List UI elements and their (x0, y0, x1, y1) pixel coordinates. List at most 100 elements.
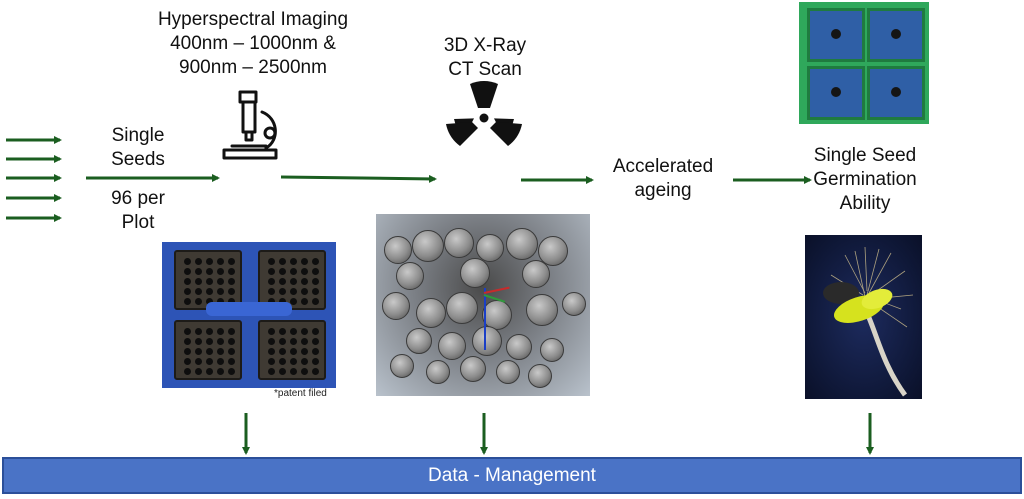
seed-hole (184, 268, 191, 275)
seed-hole (206, 298, 213, 305)
seed-hole (195, 338, 202, 345)
seed-hole (268, 338, 275, 345)
flow-arrow-lines (86, 174, 812, 184)
seed-hole (279, 288, 286, 295)
single-seeds-line-1: Single (111, 125, 165, 146)
seed-hole (217, 258, 224, 265)
per-plot-line-1: 96 per (111, 188, 165, 209)
seed-plates-photo (162, 242, 336, 388)
seed-hole (290, 338, 297, 345)
seed-hole (279, 268, 286, 275)
germination-line-2: Germination (813, 169, 917, 190)
seed-hole (301, 338, 308, 345)
seed-hole (206, 358, 213, 365)
radiation-blades (446, 81, 522, 146)
tray-cell (867, 66, 925, 120)
seed-hole (228, 338, 235, 345)
arrow-imaging-to-ct (280, 174, 437, 183)
seed-hole (228, 298, 235, 305)
seed-hole (228, 268, 235, 275)
germination-tray-photo (799, 2, 929, 124)
seed-hole (290, 328, 297, 335)
accelerated-line-1: Accelerated (612, 156, 714, 177)
seed-hole (268, 368, 275, 375)
accelerated-line-2: ageing (634, 180, 692, 201)
seed-hole (206, 338, 213, 345)
seed-hole (268, 288, 275, 295)
seed-hole (184, 278, 191, 285)
seed-hole (184, 368, 191, 375)
seed-hole (279, 278, 286, 285)
seed-hole (301, 328, 308, 335)
seed-hole (268, 348, 275, 355)
seed-hole (184, 298, 191, 305)
seed-hole (279, 368, 286, 375)
ct-axis-x (483, 286, 510, 294)
seed-hole (279, 258, 286, 265)
seed-hole (228, 358, 235, 365)
seed-hole (217, 368, 224, 375)
ct-scan-line-1: 3D X-Ray (443, 35, 527, 56)
seed-hole (312, 288, 319, 295)
germination-label: Single Seed Germination Ability (795, 144, 935, 216)
seed-hole (301, 348, 308, 355)
hyperspectral-range-1: 400nm – 1000nm & (170, 33, 336, 54)
seed-hole (195, 358, 202, 365)
seed-hole (290, 258, 297, 265)
down-arrows (242, 413, 874, 455)
seed-hole (217, 328, 224, 335)
seed-hole (217, 278, 224, 285)
microscope-icon (222, 90, 278, 160)
seed-hole (279, 338, 286, 345)
ct-scan-label: 3D X-Ray CT Scan (430, 34, 540, 82)
seedling-photo (805, 235, 922, 399)
seed-hole (184, 288, 191, 295)
seed-hole (195, 348, 202, 355)
seed-hole (206, 278, 213, 285)
seed-hole (217, 358, 224, 365)
ct-scan-image (376, 214, 590, 396)
seed-hole (290, 288, 297, 295)
seed-hole (301, 368, 308, 375)
seed-hole (279, 348, 286, 355)
ct-scan-line-2: CT Scan (448, 59, 522, 80)
seed-hole (195, 258, 202, 265)
seed-hole (301, 358, 308, 365)
seed-hole (312, 298, 319, 305)
seed-hole (268, 358, 275, 365)
hyperspectral-label: Hyperspectral Imaging 400nm – 1000nm & 9… (150, 8, 356, 80)
seed-hole (217, 288, 224, 295)
seed-hole (195, 278, 202, 285)
tray-cell (807, 8, 865, 62)
seed-hole (279, 328, 286, 335)
hyperspectral-range-2: 900nm – 2500nm (179, 57, 327, 78)
seed-hole (184, 258, 191, 265)
seed-hole (312, 328, 319, 335)
seed-plate (258, 250, 326, 310)
seed-hole (195, 328, 202, 335)
seed-hole (301, 258, 308, 265)
seed-hole (268, 258, 275, 265)
accelerated-ageing-label: Accelerated ageing (598, 155, 728, 203)
seed-hole (228, 348, 235, 355)
seed-hole (228, 278, 235, 285)
seed-hole (312, 338, 319, 345)
input-arrows (6, 136, 62, 222)
tray-cell (867, 8, 925, 62)
data-management-bar: Data - Management (2, 457, 1022, 494)
seed-hole (279, 298, 286, 305)
seed-hole (217, 268, 224, 275)
seed-hole (312, 268, 319, 275)
seed-hole (217, 348, 224, 355)
seed-hole (290, 348, 297, 355)
seed-hole (184, 338, 191, 345)
seed-hole (290, 268, 297, 275)
seed-hole (206, 328, 213, 335)
single-seeds-line-2: Seeds (111, 149, 165, 170)
seed-hole (195, 268, 202, 275)
seed-hole (301, 268, 308, 275)
per-plot-label: 96 per Plot (98, 187, 178, 235)
seed-plate (174, 320, 242, 380)
seed-hole (206, 368, 213, 375)
